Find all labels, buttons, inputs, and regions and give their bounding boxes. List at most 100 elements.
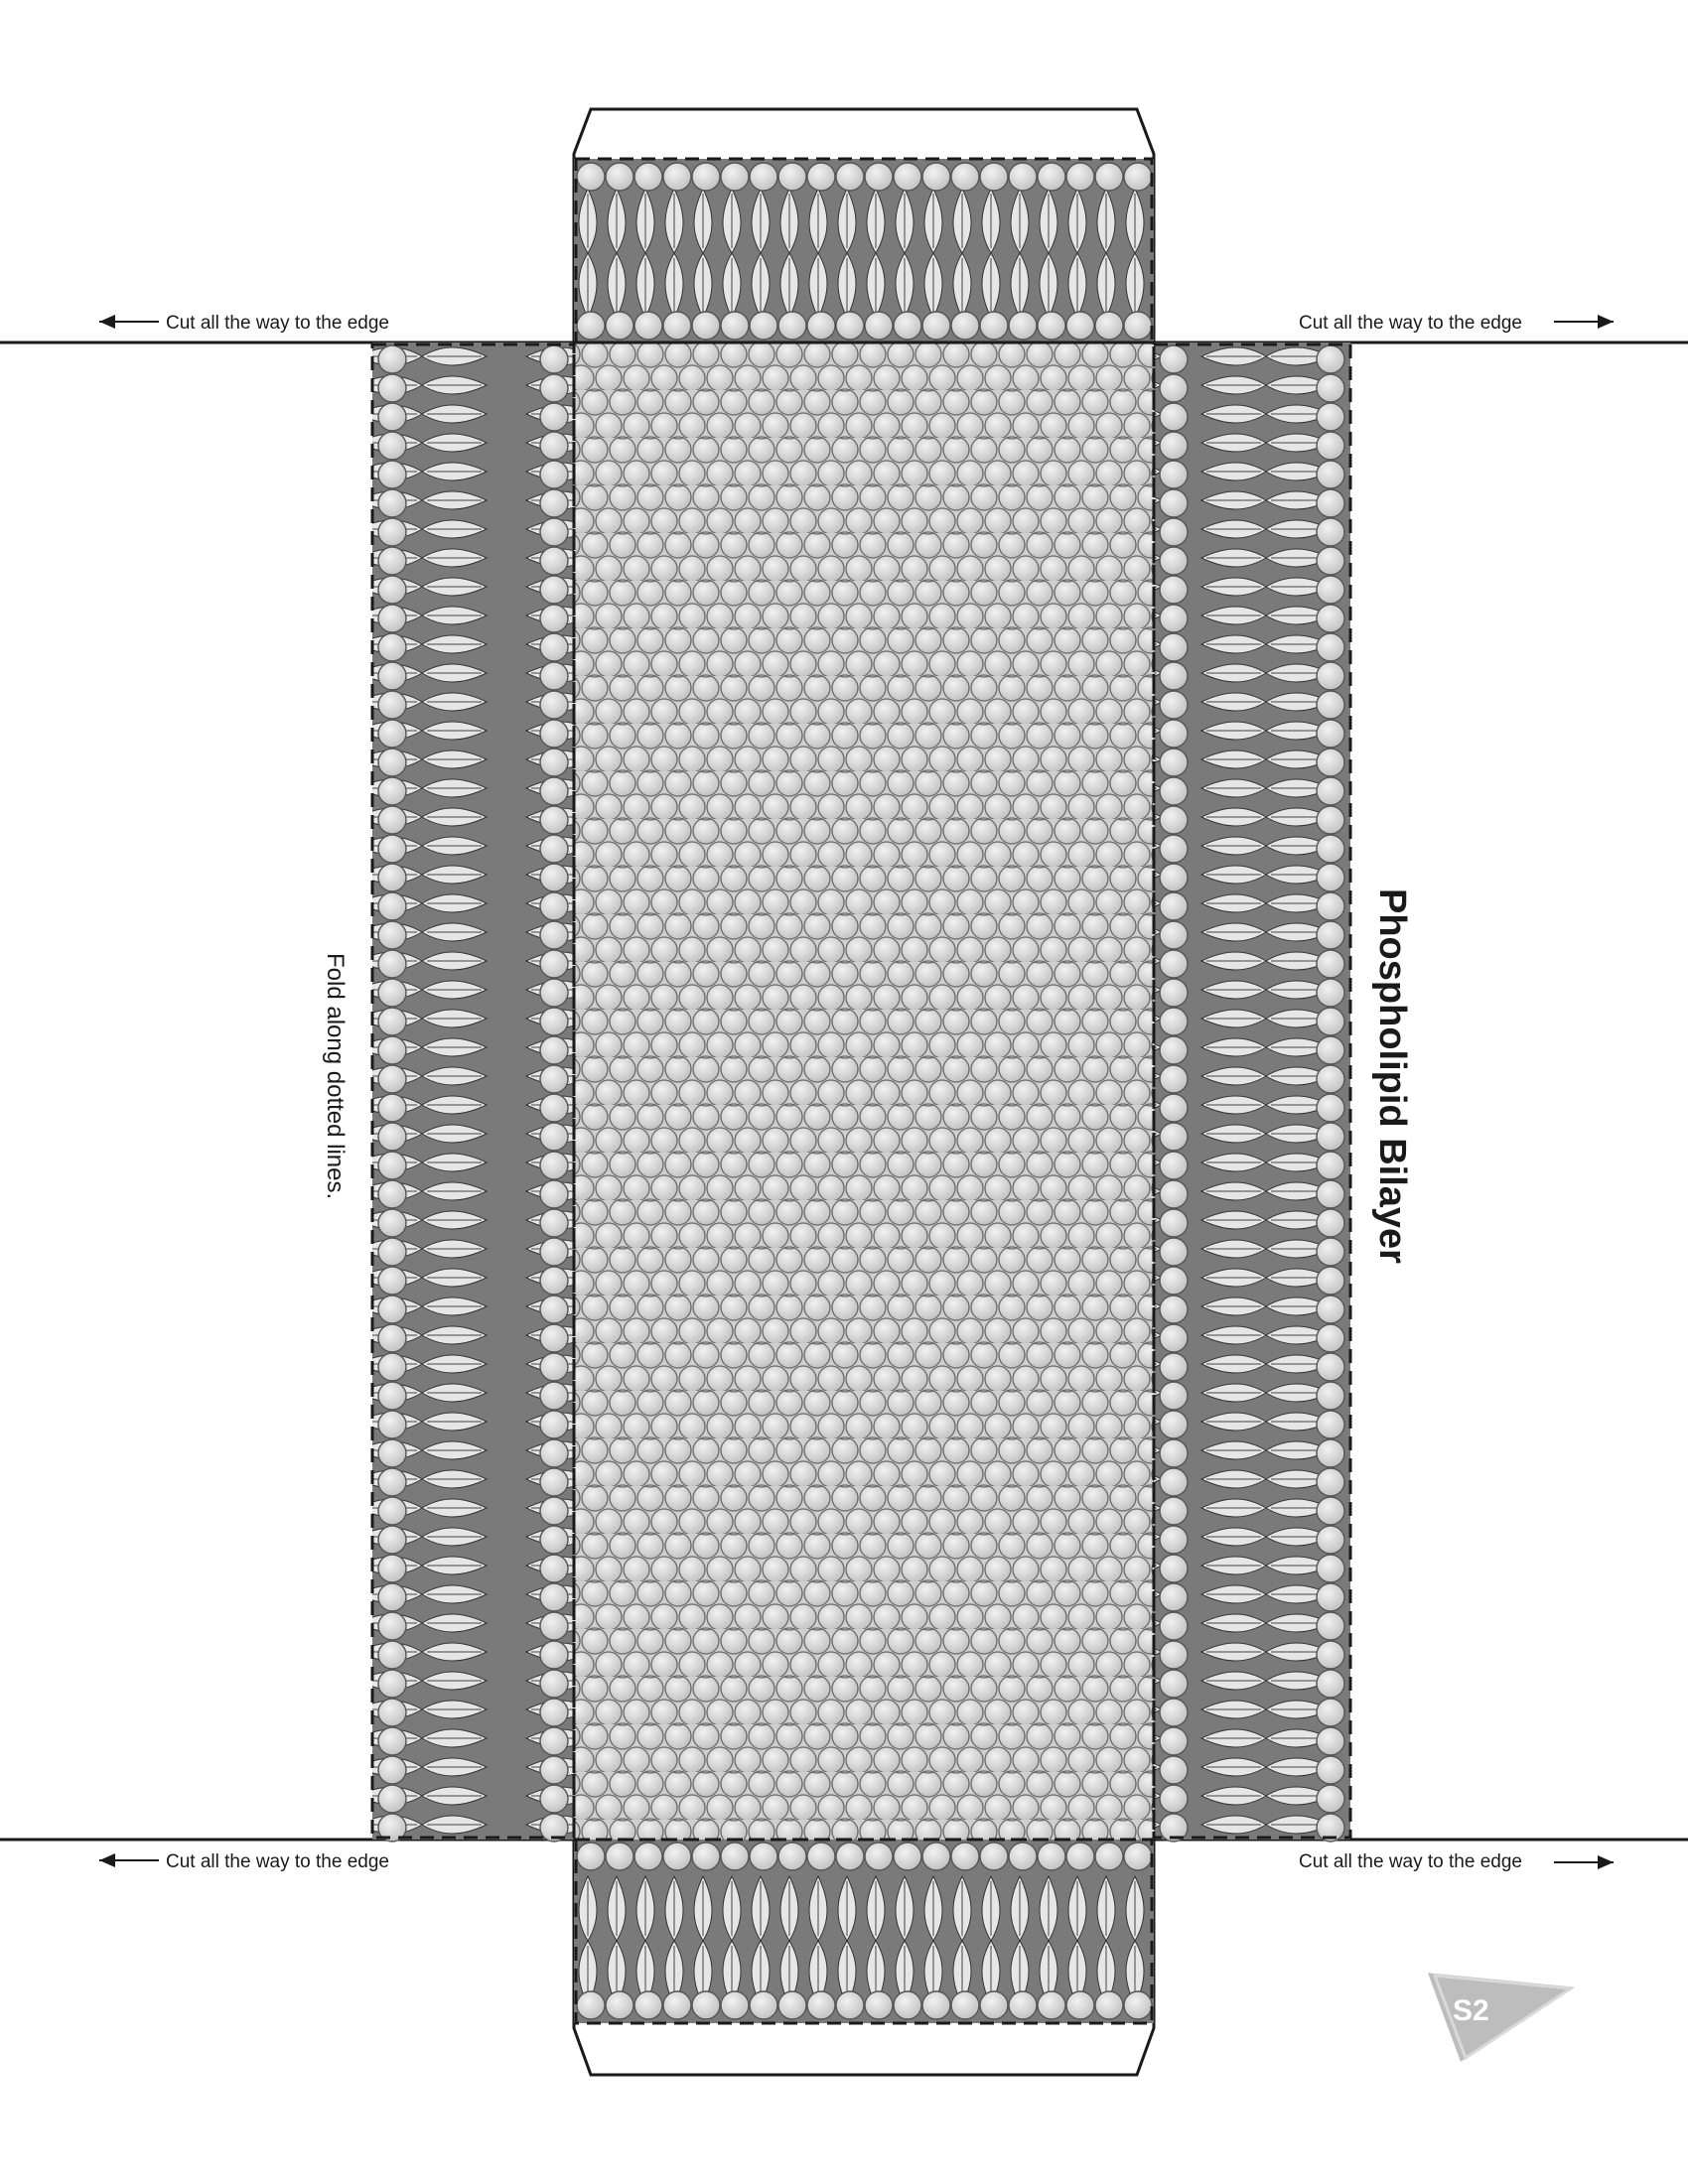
phospholipid-head: [540, 1526, 568, 1554]
phospholipid-head: [1160, 864, 1188, 891]
phospholipid-head: [378, 1094, 406, 1122]
cut-text-top-right: Cut all the way to the edge: [1299, 313, 1522, 334]
phospholipid-head: [540, 1238, 568, 1266]
phospholipid-head: [1317, 1324, 1344, 1352]
phospholipid-head: [1317, 777, 1344, 805]
phospholipid-head: [1160, 1152, 1188, 1179]
phospholipid-head: [378, 1468, 406, 1496]
phospholipid-head: [540, 489, 568, 517]
phospholipid-head: [1038, 1843, 1065, 1870]
phospholipid-head: [807, 1843, 835, 1870]
phospholipid-head: [1317, 1353, 1344, 1381]
phospholipid-head: [540, 1267, 568, 1295]
phospholipid-head: [1160, 950, 1188, 978]
phospholipid-head: [1160, 1497, 1188, 1525]
phospholipid-head: [378, 1008, 406, 1035]
phospholipid-head: [1124, 1991, 1152, 2019]
phospholipid-head: [378, 720, 406, 748]
phospholipid-head: [1160, 1699, 1188, 1726]
phospholipid-head: [540, 777, 568, 805]
phospholipid-head: [378, 950, 406, 978]
phospholipid-head: [1317, 1238, 1344, 1266]
phospholipid-head: [540, 1727, 568, 1755]
arrow-left-icon: [99, 1853, 115, 1867]
phospholipid-head: [778, 1991, 806, 2019]
phospholipid-head: [1317, 835, 1344, 863]
phospholipid-head: [1160, 921, 1188, 949]
phospholipid-head: [378, 432, 406, 460]
phospholipid-head: [1038, 163, 1065, 191]
phospholipid-head: [1160, 892, 1188, 920]
phospholipid-head: [836, 312, 864, 340]
phospholipid-head: [721, 312, 749, 340]
phospholipid-head: [1160, 489, 1188, 517]
phospholipid-head: [378, 1641, 406, 1669]
phospholipid-head: [1317, 374, 1344, 402]
phospholipid-head: [378, 1209, 406, 1237]
phospholipid-head: [1160, 1267, 1188, 1295]
phospholipid-head: [378, 489, 406, 517]
phospholipid-head: [606, 163, 633, 191]
phospholipid-head: [980, 1991, 1008, 2019]
phospholipid-head: [1160, 1238, 1188, 1266]
phospholipid-head: [540, 1468, 568, 1496]
phospholipid-head: [750, 1843, 777, 1870]
phospholipid-head: [1160, 662, 1188, 690]
phospholipid-head: [1066, 1843, 1094, 1870]
phospholipid-head: [540, 1353, 568, 1381]
phospholipid-head: [1160, 345, 1188, 373]
phospholipid-head: [1317, 518, 1344, 546]
phospholipid-head: [540, 1497, 568, 1525]
phospholipid-head: [378, 1324, 406, 1352]
phospholipid-head: [378, 1756, 406, 1784]
phospholipid-head: [1160, 1296, 1188, 1323]
phospholipid-head: [378, 547, 406, 575]
phospholipid-head: [980, 163, 1008, 191]
phospholipid-head: [540, 1555, 568, 1582]
phospholipid-head: [540, 749, 568, 776]
phospholipid-head: [1317, 1497, 1344, 1525]
phospholipid-head: [577, 312, 605, 340]
phospholipid-head: [1317, 1123, 1344, 1151]
phospholipid-head: [1160, 461, 1188, 488]
phospholipid-head: [1160, 374, 1188, 402]
phospholipid-head: [378, 633, 406, 661]
phospholipid-head: [1160, 749, 1188, 776]
phospholipid-head: [1317, 461, 1344, 488]
phospholipid-head: [750, 312, 777, 340]
phospholipid-head: [378, 1267, 406, 1295]
phospholipid-head: [634, 312, 662, 340]
phospholipid-head: [540, 1756, 568, 1784]
phospholipid-head: [378, 777, 406, 805]
phospholipid-head: [1317, 1209, 1344, 1237]
phospholipid-head: [540, 1583, 568, 1611]
phospholipid-head: [540, 1382, 568, 1410]
phospholipid-head: [1124, 1843, 1152, 1870]
phospholipid-head: [378, 1296, 406, 1323]
phospholipid-head: [894, 312, 921, 340]
phospholipid-head: [778, 1843, 806, 1870]
phospholipid-head: [1160, 1555, 1188, 1582]
phospholipid-head: [1317, 1439, 1344, 1467]
phospholipid-head: [663, 312, 691, 340]
phospholipid-head: [1317, 1641, 1344, 1669]
phospholipid-head: [922, 312, 950, 340]
phospholipid-head: [540, 835, 568, 863]
phospholipid-head: [540, 1411, 568, 1438]
cut-label-bottom-left: Cut all the way to the edge: [99, 1851, 389, 1872]
phospholipid-head: [378, 806, 406, 834]
phospholipid-head: [1317, 1526, 1344, 1554]
phospholipid-head: [1317, 979, 1344, 1007]
phospholipid-head: [1124, 163, 1152, 191]
phospholipid-head: [807, 1991, 835, 2019]
phospholipid-head: [1160, 518, 1188, 546]
phospholipid-head: [1317, 1468, 1344, 1496]
phospholipid-head: [378, 835, 406, 863]
phospholipid-head: [540, 1296, 568, 1323]
phospholipid-head: [1160, 1785, 1188, 1813]
phospholipid-head: [1317, 1555, 1344, 1582]
phospholipid-head: [540, 403, 568, 431]
arrow-right-icon: [1598, 315, 1614, 329]
phospholipid-head: [378, 1439, 406, 1467]
